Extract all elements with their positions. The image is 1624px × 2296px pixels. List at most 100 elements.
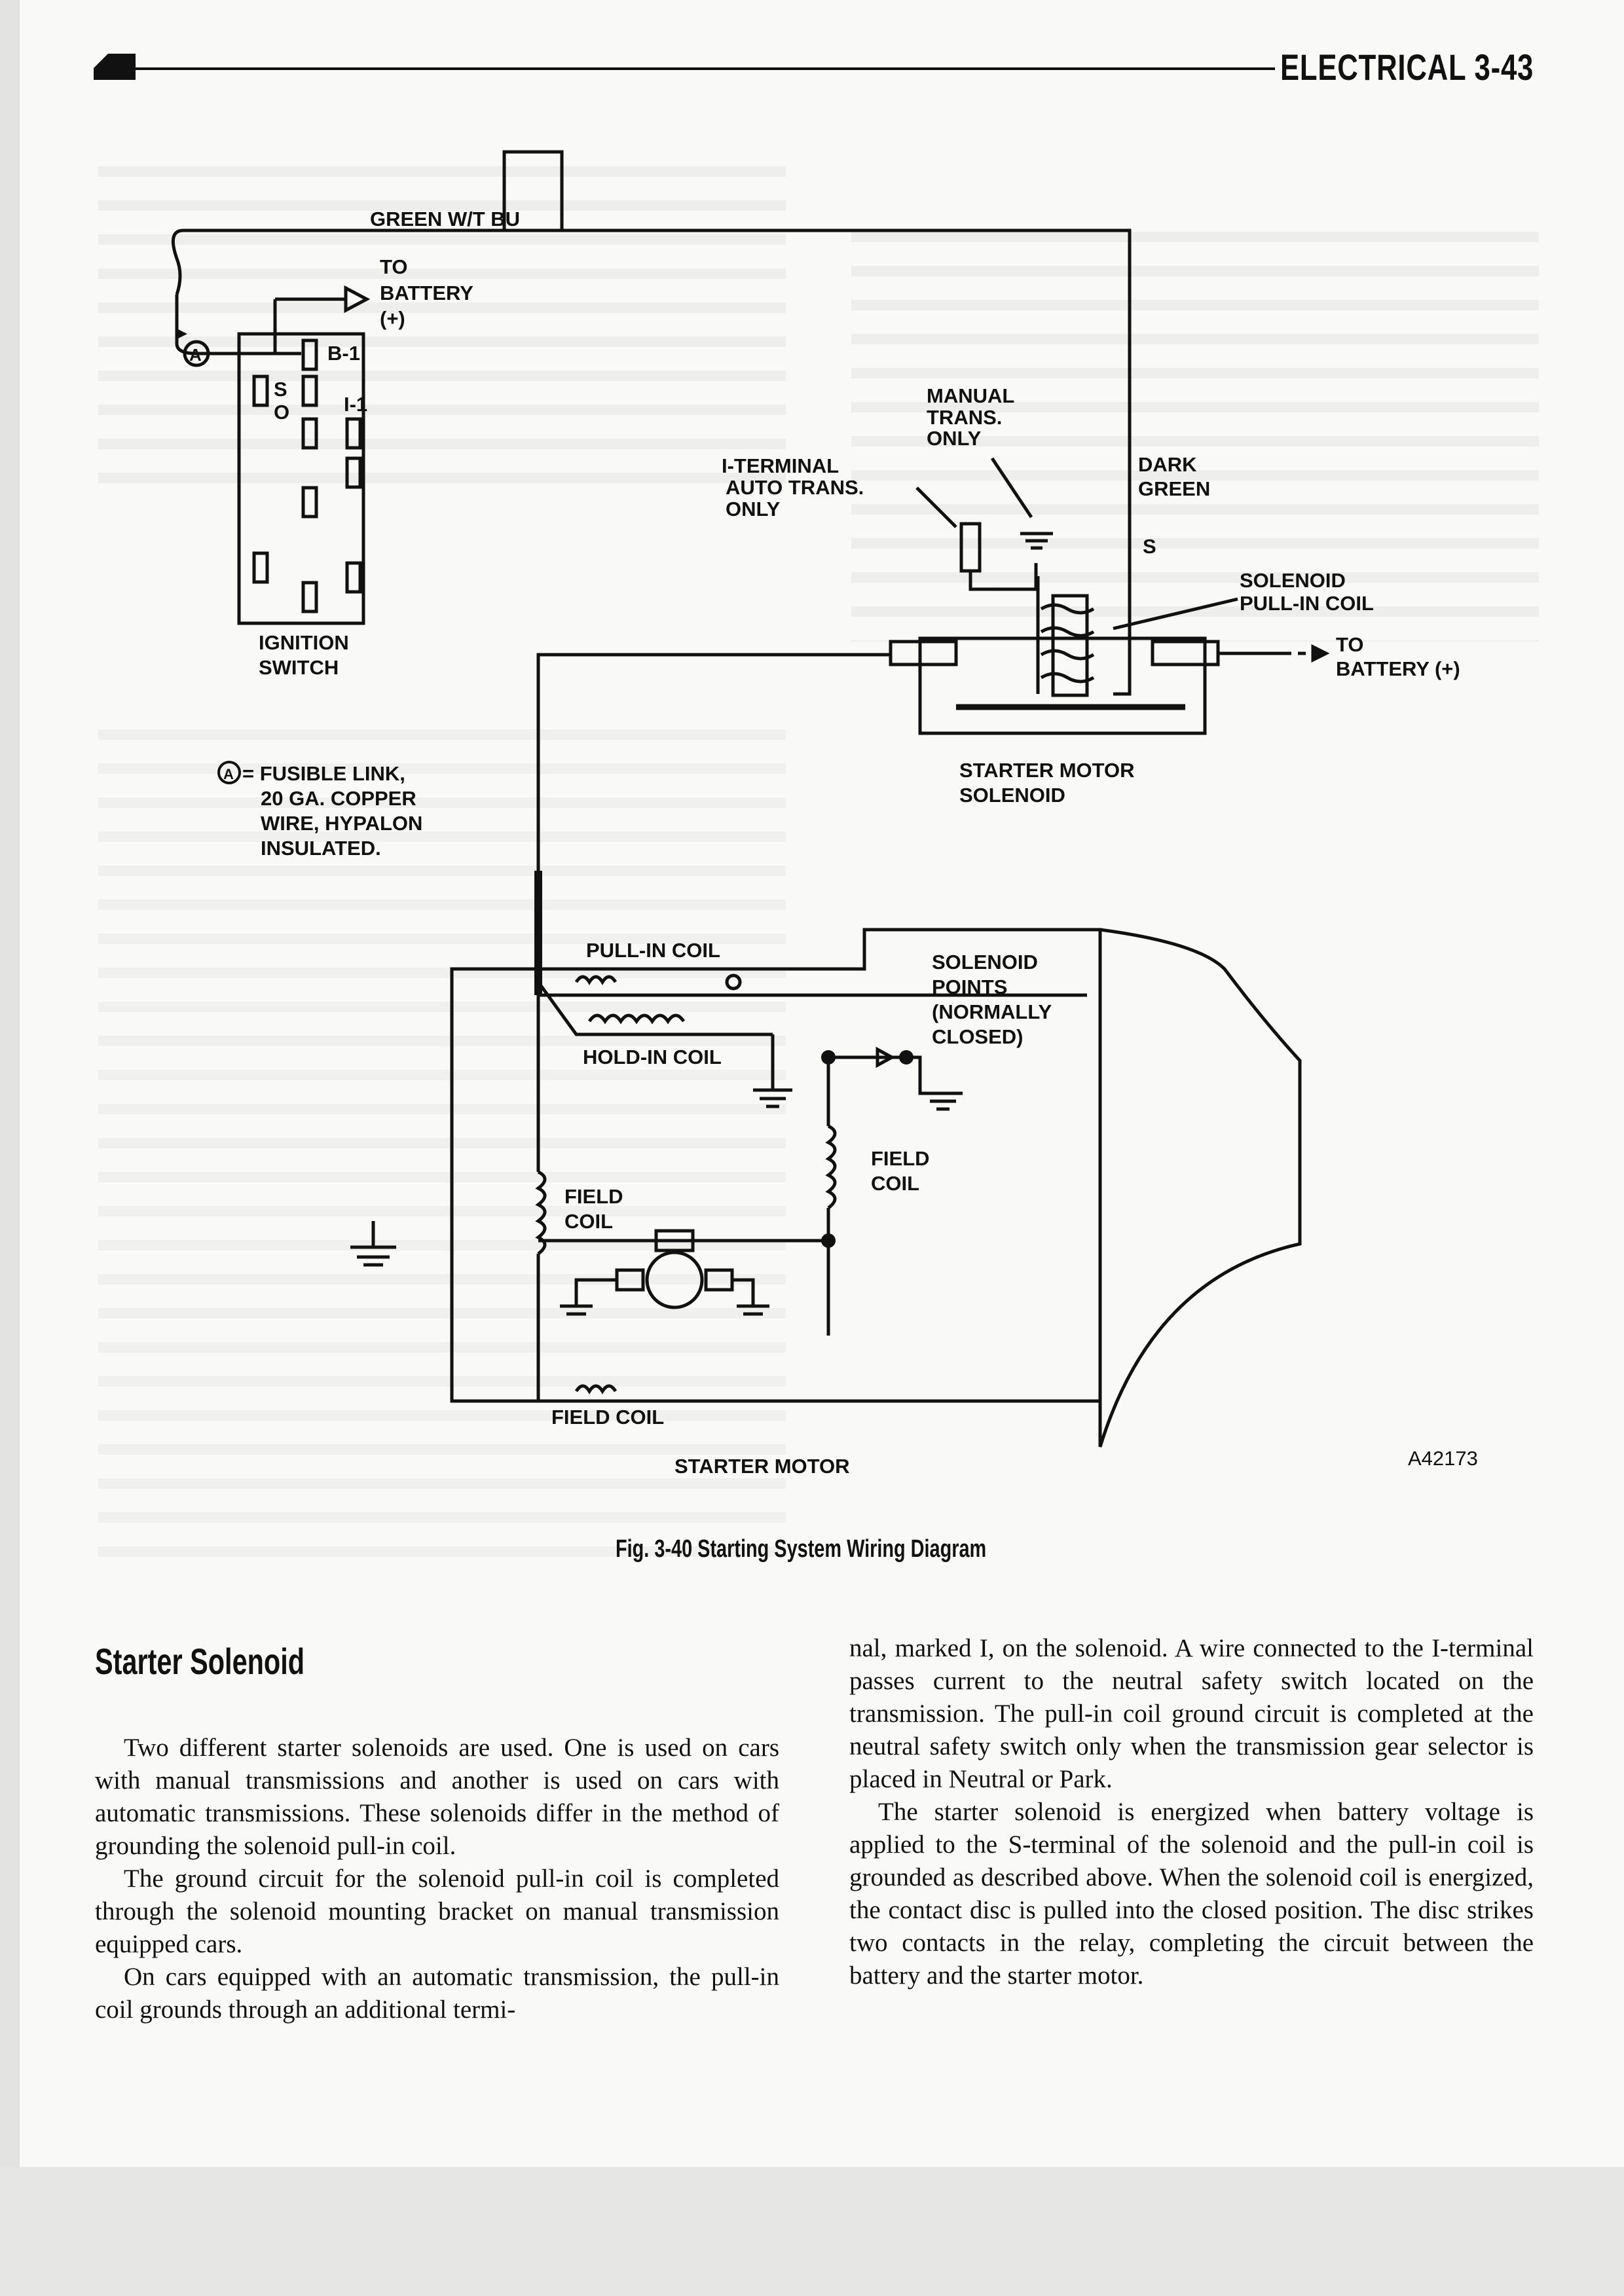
label-fusible-1: = FUSIBLE LINK, [242, 762, 405, 785]
header-rule [136, 67, 1275, 70]
label-field-right-2: COIL [871, 1172, 919, 1195]
bleed-through-area [98, 720, 786, 1571]
label-o-terminal: O [274, 401, 289, 424]
label-ref-code: A42173 [1408, 1447, 1478, 1470]
label-s-small: S [1143, 535, 1156, 558]
bleed-through-area [98, 157, 786, 498]
paragraph: On cars equipped with an automatic trans… [95, 1963, 779, 2024]
label-pullin-coil: PULL-IN COIL [586, 939, 720, 962]
paragraph: The starter solenoid is energized when b… [849, 1798, 1534, 1990]
switch-contact [301, 374, 318, 407]
label-i1: I-1 [344, 393, 367, 416]
label-auto-trans: AUTO TRANS. [726, 476, 864, 499]
scan-margin [0, 2167, 1624, 2296]
label-fusible-marker: A [189, 345, 202, 365]
label-only: ONLY [927, 427, 982, 450]
label-field-left-1: FIELD [564, 1185, 623, 1208]
points-arrow [876, 1046, 896, 1068]
coil-winding [1040, 603, 1095, 683]
switch-contact [345, 561, 362, 594]
iterm-stub [959, 522, 982, 573]
green-wire [171, 228, 504, 295]
battery-arrow-right [1311, 644, 1330, 663]
label-trans: TRANS. [927, 406, 1002, 429]
field-coil-left-winding [535, 1170, 547, 1255]
label-to: TO [380, 255, 408, 278]
label-ignition: IGNITION [259, 631, 349, 654]
armature [645, 1250, 704, 1309]
label-i-terminal: I-TERMINAL [722, 454, 839, 477]
starter-nose [864, 928, 1302, 1448]
label-fusible-legend-marker: A [223, 766, 234, 782]
label-holdin-coil: HOLD-IN COIL [583, 1046, 722, 1068]
section-marker-notch [94, 54, 108, 68]
label-s-terminal: S [274, 378, 287, 401]
label-manual: MANUAL [927, 384, 1014, 407]
fusible-to-switch [175, 334, 301, 355]
label-solenoid: SOLENOID [959, 784, 1065, 807]
switch-contact [301, 417, 318, 450]
switch-contact [301, 486, 318, 519]
brush-top [654, 1229, 695, 1252]
holdin-coil-winding [587, 1013, 686, 1025]
label-starter-motor: STARTER MOTOR [674, 1455, 850, 1478]
pullin-pointer [1113, 597, 1238, 630]
switch-contact [301, 581, 318, 613]
label-b1: B-1 [327, 342, 360, 365]
brush-right [704, 1268, 734, 1292]
coil-core [1051, 594, 1089, 697]
label-pullin-right: PULL-IN COIL [1240, 592, 1374, 615]
connector-box [502, 150, 564, 232]
manual-pointer [990, 457, 1033, 519]
starter-motor-frame [450, 928, 1102, 1403]
label-battery: BATTERY [380, 282, 473, 304]
label-dark: DARK [1138, 453, 1197, 476]
fusible-legend-circle [217, 761, 241, 784]
battery-terminal-left [889, 640, 958, 666]
switch-contact [252, 551, 269, 584]
junction-dot [821, 1233, 836, 1248]
label-plus: (+) [380, 307, 405, 330]
label-green-wt-bu: GREEN W/T BU [370, 208, 520, 230]
switch-contact [345, 417, 362, 450]
label-auto-only: ONLY [726, 498, 781, 520]
label-sol-points-4: CLOSED) [932, 1025, 1024, 1048]
motor-lead [536, 653, 891, 982]
battery-arrow [344, 285, 371, 314]
switch-contact-s [252, 374, 269, 407]
paragraph: Two different starter solenoids are used… [95, 1734, 779, 1860]
label-field-right-1: FIELD [871, 1147, 930, 1170]
wiring-diagram: GREEN W/T BU TO BATTERY (+) A B-1 S O I-… [171, 150, 1478, 1478]
pullin-loop [725, 974, 742, 991]
paragraph: nal, marked I, on the solenoid. A wire c… [849, 1634, 1534, 1793]
iterm-wire [969, 563, 1038, 591]
junction-dot [821, 1050, 836, 1065]
label-switch: SWITCH [259, 656, 339, 679]
right-column: nal, marked I, on the solenoid. A wire c… [849, 1632, 1534, 1992]
solenoid-housing [918, 636, 1207, 735]
label-fusible-3: WIRE, HYPALON [261, 812, 422, 835]
paragraph: The ground circuit for the solenoid pull… [95, 1865, 779, 1958]
switch-contact-b1 [301, 338, 318, 371]
battery-terminal-right [1151, 640, 1220, 666]
start-wire [562, 228, 1132, 579]
label-field-left-2: COIL [564, 1210, 613, 1233]
pullin-coil-winding [574, 975, 618, 985]
points-ground-wire [907, 1055, 950, 1095]
field-coil-right-winding [825, 1124, 837, 1209]
label-sol-points-3: (NORMALLY [932, 1000, 1052, 1023]
label-starter-motor-sol: STARTER MOTOR [959, 759, 1135, 782]
label-field-bottom: FIELD COIL [551, 1406, 664, 1429]
fusible-arrow [177, 329, 187, 339]
label-fusible-2: 20 GA. COPPER [261, 787, 416, 810]
ignition-switch-body [237, 332, 365, 625]
label-solenoid-right: SOLENOID [1240, 569, 1346, 592]
switch-contact [345, 456, 362, 489]
label-to-right: TO [1336, 633, 1364, 656]
brush-ground [574, 1278, 617, 1306]
s-terminal-lead [1113, 579, 1132, 696]
label-fusible-4: INSULATED. [261, 837, 381, 860]
section-title: Starter Solenoid [95, 1641, 305, 1682]
label-green: GREEN [1138, 477, 1210, 500]
iterm-pointer [915, 486, 957, 528]
